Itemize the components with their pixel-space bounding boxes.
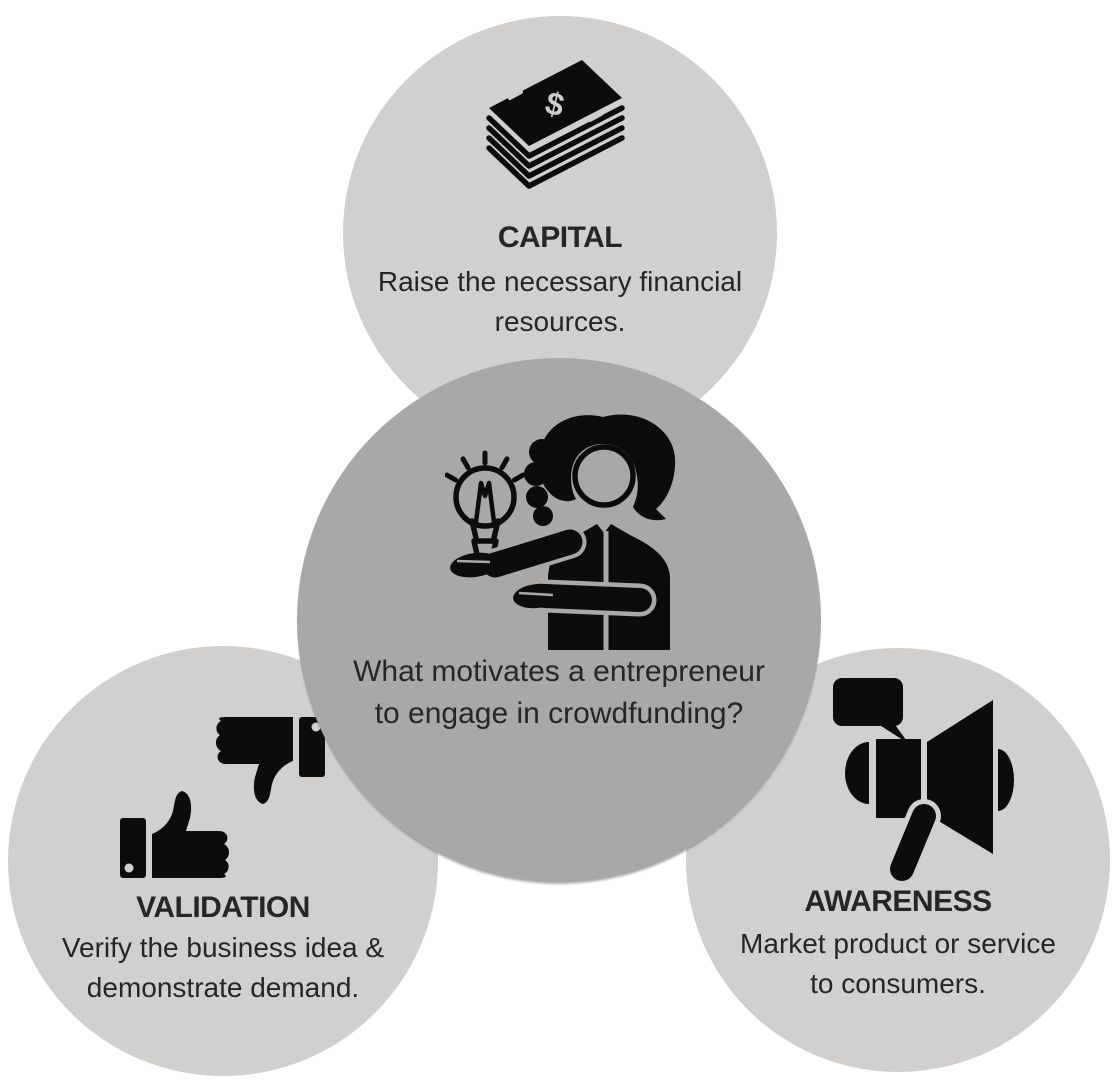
lightbulb-icon — [445, 450, 526, 562]
presenter-person — [450, 414, 676, 650]
center-question-line2: to engage in crowdfunding? — [374, 697, 744, 730]
awareness-circle: AWARENESS Market product or service to c… — [686, 648, 1110, 1072]
validation-desc-line1: Verify the business idea & — [61, 932, 385, 963]
validation-desc-line2: demonstrate demand. — [86, 972, 360, 1003]
validation-title: VALIDATION — [136, 891, 310, 924]
capital-desc-line2: resources. — [494, 306, 626, 337]
idea-presenter-icon — [445, 414, 676, 650]
awareness-desc-line1: Market product or service — [740, 928, 1056, 959]
money-stack-icon: $ — [486, 60, 625, 189]
center-question-circle: What motivates a entrepreneur to engage … — [297, 358, 821, 882]
capital-title: CAPITAL — [497, 221, 623, 254]
awareness-title: AWARENESS — [804, 885, 992, 918]
awareness-desc-line2: to consumers. — [810, 968, 986, 999]
speech-bubble — [833, 678, 903, 726]
capital-desc-line1: Raise the necessary financial — [377, 266, 743, 297]
megaphone-icon — [833, 678, 1014, 882]
thumbs-up-down-icon — [120, 717, 325, 878]
center-question-line1: What motivates a entrepreneur — [353, 655, 765, 688]
